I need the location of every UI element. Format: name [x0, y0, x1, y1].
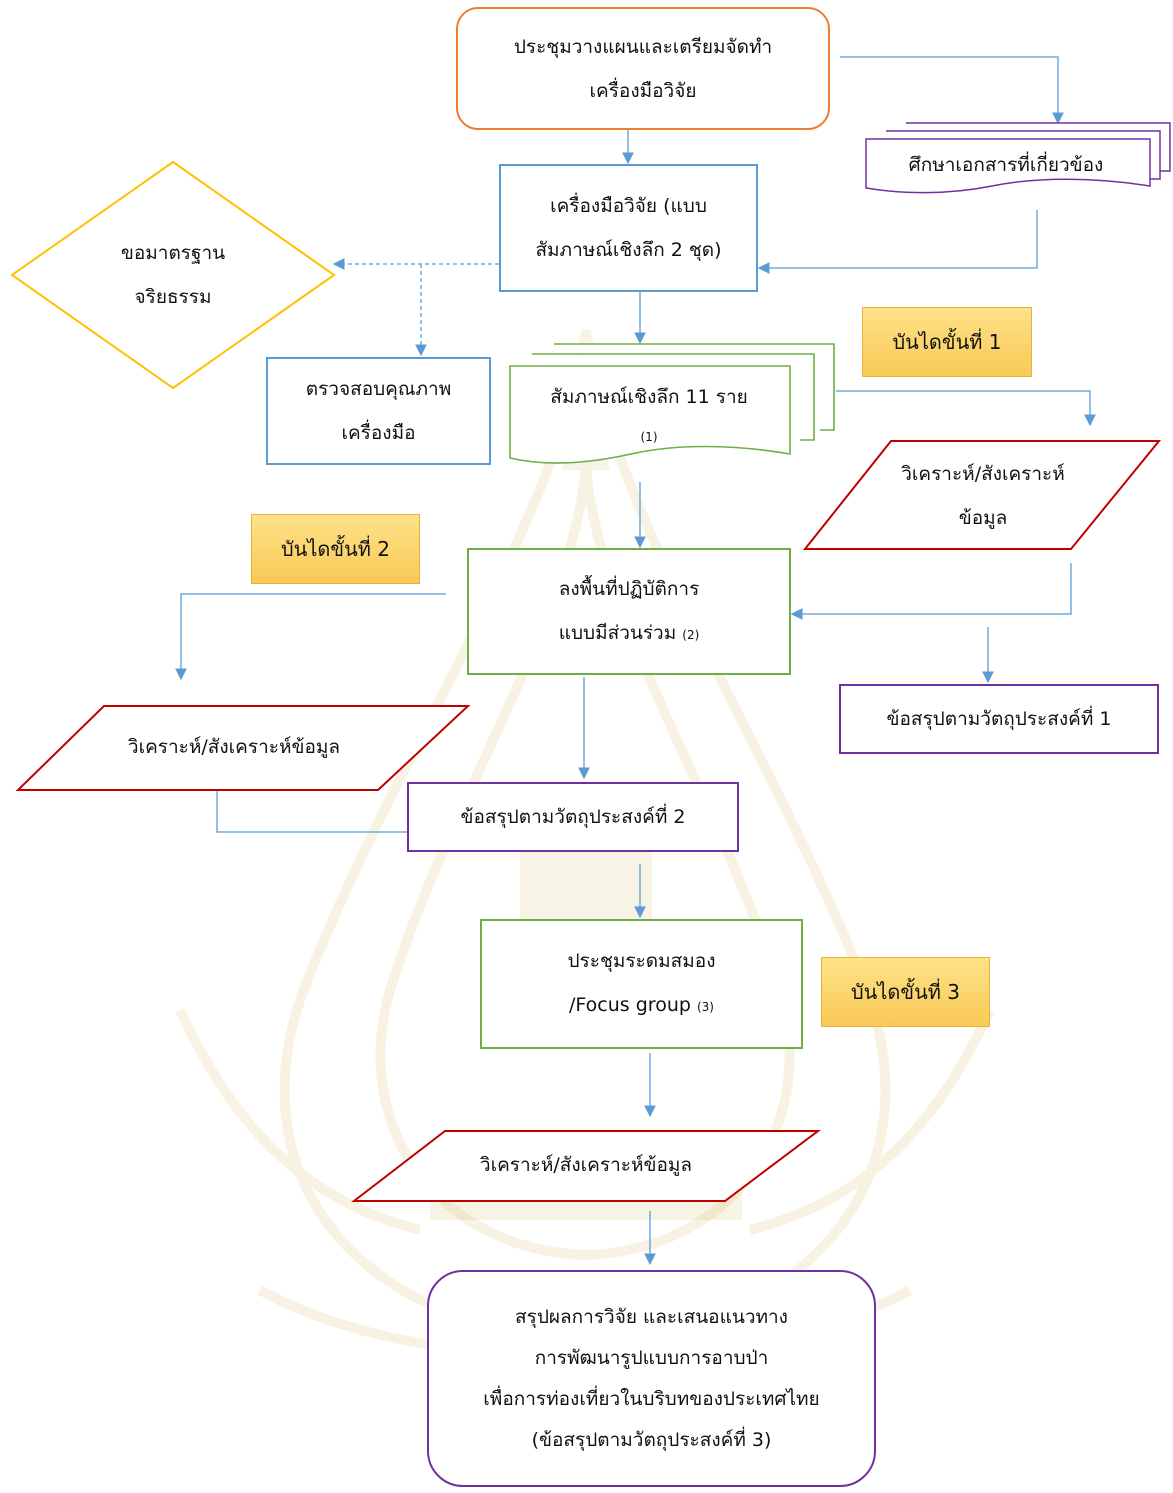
- step2-badge: บันไดขั้นที่ 2: [251, 514, 420, 584]
- fieldwork-line1: ลงพื้นที่ปฏิบัติการ: [558, 577, 700, 600]
- analysis1-label: วิเคราะห์/สังเคราะห์ ข้อมูล: [868, 450, 1098, 542]
- fieldwork-note: (2): [682, 627, 700, 642]
- interview-docs-shape: [509, 343, 835, 464]
- analysis1-shape: [802, 440, 1162, 550]
- study-docs-text: ศึกษาเอกสารที่เกี่ยวข้อง: [908, 154, 1104, 176]
- final-conclusion-box: สรุปผลการวิจัย และเสนอแนวทาง การพัฒนารูป…: [427, 1270, 876, 1487]
- step1-badge: บันไดขั้นที่ 1: [862, 307, 1032, 377]
- conclusion1-box: ข้อสรุปตามวัตถุประสงค์ที่ 1: [839, 684, 1159, 754]
- brainstorm-line1: ประชุมระดมสมอง: [567, 950, 716, 972]
- fieldwork-line2: แบบมีส่วนร่วม: [558, 621, 677, 644]
- research-tool-box: เครื่องมือวิจัย (แบบ สัมภาษณ์เชิงลึก 2 ช…: [499, 164, 758, 292]
- research-tool-line2: สัมภาษณ์เชิงลึก 2 ชุด): [535, 239, 722, 261]
- conclusion2-text: ข้อสรุปตามวัตถุประสงค์ที่ 2: [460, 806, 686, 828]
- step3-badge: บันไดขั้นที่ 3: [821, 957, 990, 1027]
- analysis2-text: วิเคราะห์/สังเคราะห์ข้อมูล: [127, 736, 341, 758]
- arrow-analysis1-to-fieldwork: [790, 563, 1072, 620]
- brainstorm-box: ประชุมระดมสมอง /Focus group (3): [480, 919, 803, 1049]
- analysis3-shape: [351, 1130, 821, 1202]
- ethics-line2: จริยธรรม: [134, 286, 212, 308]
- ethics-diamond-shape: [10, 160, 336, 390]
- final-line2: การพัฒนารูปแบบการอาบป่า: [534, 1346, 769, 1369]
- interview-label: สัมภาษณ์เชิงลึก 11 ราย (1): [516, 372, 782, 462]
- arrow-analysis2-to-conclusion2: [216, 790, 457, 838]
- arrow-fieldwork-to-analysis2: [175, 593, 446, 681]
- study-docs-label: ศึกษาเอกสารที่เกี่ยวข้อง: [866, 140, 1146, 190]
- analysis2-label: วิเคราะห์/สังเคราะห์ข้อมูล: [84, 712, 384, 782]
- analysis1-line1: วิเคราะห์/สังเคราะห์: [901, 463, 1065, 485]
- arrow-plan-to-docs: [840, 56, 1064, 125]
- analysis1-line2: ข้อมูล: [958, 507, 1008, 529]
- brainstorm-line2-wrap: /Focus group (3): [569, 983, 714, 1029]
- plan-meeting-line1: ประชุมวางแผนและเตรียมจัดทำ: [513, 35, 773, 58]
- plan-meeting-box: ประชุมวางแผนและเตรียมจัดทำ เครื่องมือวิจ…: [456, 7, 830, 130]
- analysis2-shape: [15, 705, 471, 791]
- brainstorm-note: (3): [696, 1000, 714, 1014]
- research-tool-line1: เครื่องมือวิจัย (แบบ: [550, 195, 707, 217]
- analysis3-label: วิเคราะห์/สังเคราะห์ข้อมูล: [436, 1133, 736, 1197]
- brainstorm-line2: /Focus group: [569, 994, 691, 1016]
- fieldwork-line2-wrap: แบบมีส่วนร่วม (2): [559, 611, 700, 657]
- ethics-label: ขอมาตรฐาน จริยธรรม: [73, 225, 273, 325]
- analysis3-text: วิเคราะห์/สังเคราะห์ข้อมูล: [479, 1154, 693, 1176]
- study-docs-shape: [865, 122, 1171, 194]
- interview-line1: สัมภาษณ์เชิงลึก 11 ราย: [550, 386, 748, 408]
- conclusion2-box: ข้อสรุปตามวัตถุประสงค์ที่ 2: [407, 782, 739, 852]
- interview-line2: (1): [640, 430, 658, 444]
- arrow-docs-to-tool: [757, 210, 1038, 274]
- quality-check-line2: เครื่องมือ: [341, 422, 416, 444]
- ethics-line1: ขอมาตรฐาน: [120, 242, 226, 264]
- final-line4: (ข้อสรุปตามวัตถุประสงค์ที่ 3): [531, 1428, 772, 1451]
- conclusion1-text: ข้อสรุปตามวัตถุประสงค์ที่ 1: [886, 708, 1112, 730]
- fieldwork-box: ลงพื้นที่ปฏิบัติการ แบบมีส่วนร่วม (2): [467, 548, 791, 675]
- step3-label: บันไดขั้นที่ 3: [850, 980, 961, 1004]
- final-line1: สรุปผลการวิจัย และเสนอแนวทาง: [515, 1305, 788, 1328]
- step1-label: บันไดขั้นที่ 1: [892, 330, 1002, 354]
- quality-check-box: ตรวจสอบคุณภาพ เครื่องมือ: [266, 357, 491, 465]
- final-line3: เพื่อการท่องเที่ยวในบริบทของประเทศไทย: [483, 1387, 820, 1410]
- plan-meeting-line2: เครื่องมือวิจัย: [589, 79, 697, 102]
- quality-check-line1: ตรวจสอบคุณภาพ: [305, 378, 452, 400]
- arrow-interview-to-analysis1: [836, 390, 1096, 427]
- step2-label: บันไดขั้นที่ 2: [280, 537, 391, 561]
